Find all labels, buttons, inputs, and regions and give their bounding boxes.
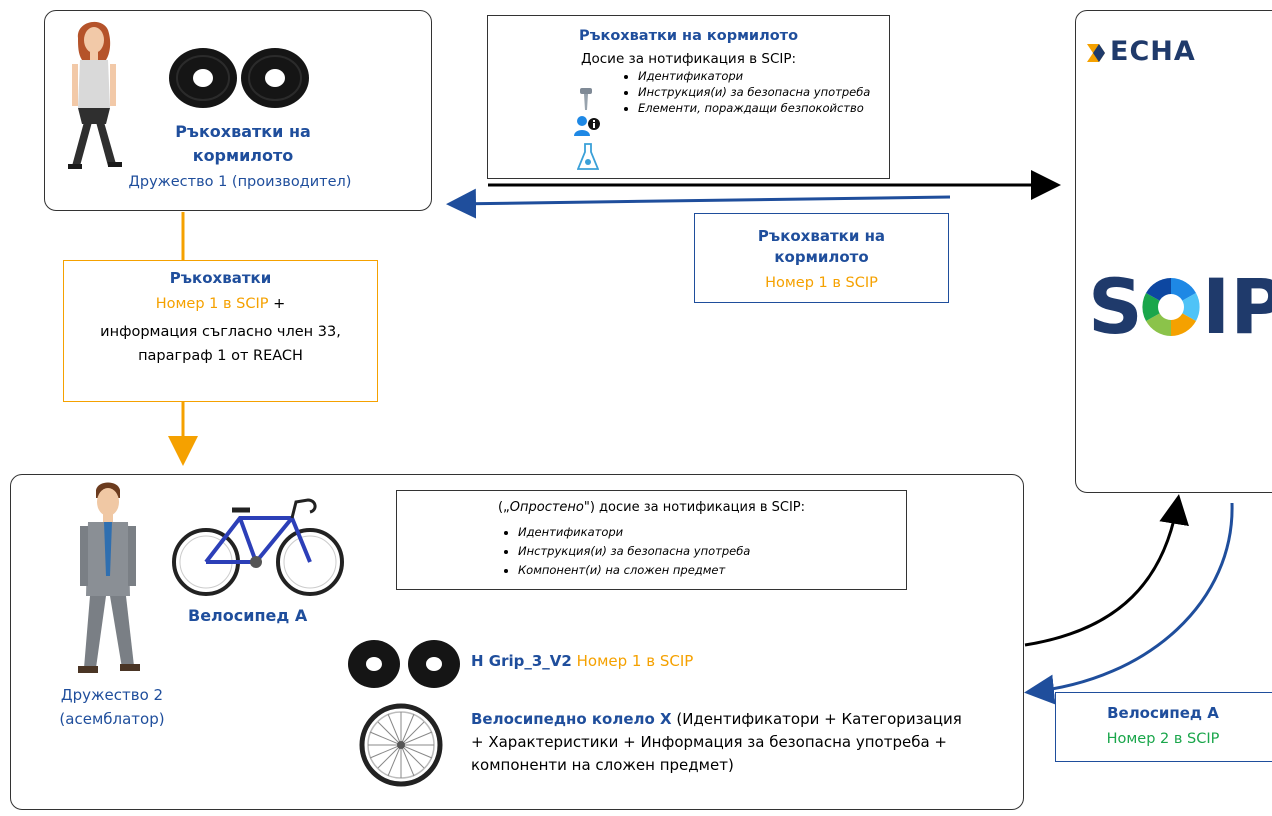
return1-product-label: Ръкохватки на кормилото <box>757 227 886 266</box>
dossier2-item: Инструкция(и) за безопасна употреба <box>518 542 890 561</box>
dossier1-title: Ръкохватки на кормилото <box>578 28 799 44</box>
man-figure-icon <box>78 482 140 673</box>
company2-name-label: Дружество 2 (асемблатор) <box>59 686 165 728</box>
user-info-icon <box>574 116 600 136</box>
company1-name-label: Дружество 1 (производител) <box>128 174 352 190</box>
return1-scip-number: Номер 1 в SCIP <box>765 275 878 291</box>
company1-product-label: Ръкохватки на кормилото <box>175 122 311 165</box>
wheel-component-text: Велосипедно колело X (Идентификатори + К… <box>471 708 976 777</box>
return2-product-label: Велосипед A <box>1107 704 1219 722</box>
dossier1-item: Идентификатори <box>638 68 880 84</box>
dossier1-list: Идентификатори Инструкция(и) за безопасн… <box>620 68 880 116</box>
scip-logo-ip: IP <box>1202 262 1272 351</box>
echa-logo-text: ECHA <box>1110 36 1196 67</box>
return2-box <box>1055 692 1272 762</box>
bicycle-icon <box>172 498 344 596</box>
scip-logo-s: S <box>1088 262 1143 351</box>
scip-logo: S IP <box>1088 262 1272 352</box>
dossier2-list: Идентификатори Инструкция(и) за безопасн… <box>500 523 890 580</box>
arrow-to-echa-2 <box>1024 494 1189 647</box>
middle-info-text: информация съгласно член 33, параграф 1 … <box>100 324 341 364</box>
wheel-component-desc: (Идентификатори + Категоризация + Характ… <box>471 710 962 774</box>
grip-component-label: H Grip_3_V2 Номер 1 в SCIP <box>471 652 693 670</box>
company2-product-label: Велосипед A <box>188 606 308 625</box>
middle-info-box <box>63 260 378 402</box>
middle-title: Ръкохватки <box>169 269 272 287</box>
dossier2-title: („Опростено") досие за нотификация в SCI… <box>396 500 907 515</box>
return1-box <box>694 213 949 303</box>
dossier1-item: Инструкция(и) за безопасна употреба <box>638 84 880 100</box>
dossier2-item: Компонент(и) на сложен предмет <box>518 561 890 580</box>
wheel-component-icon <box>359 703 443 787</box>
middle-scip-number: Номер 1 в SCIP <box>155 296 269 312</box>
return2-scip-number: Номер 2 в SCIP <box>1106 731 1220 747</box>
grip-component-scip: Номер 1 в SCIP <box>576 652 694 670</box>
echa-logo-icon <box>1087 44 1105 62</box>
middle-plus: + <box>273 296 286 312</box>
wheel-component-name: Велосипедно колело X <box>471 710 672 728</box>
dossier2-title-suffix: ") досие за нотификация в SCIP: <box>583 500 806 515</box>
flask-hazard-icon <box>577 143 599 170</box>
grip-component-name: H Grip_3_V2 <box>471 652 572 670</box>
dossier2-title-prefix: („ <box>497 500 510 515</box>
grip-component-icon <box>348 640 460 688</box>
handlebar-grips-icon <box>169 48 309 108</box>
dossier2-title-simplified: Опростено <box>509 500 584 515</box>
middle-scip-line: Номер 1 в SCIP + <box>63 296 378 312</box>
echa-box <box>1075 10 1272 493</box>
dossier2-item: Идентификатори <box>518 523 890 542</box>
arrow-return-1 <box>446 188 951 219</box>
scip-logo-colorwheel-icon <box>1142 278 1200 336</box>
screw-icon <box>580 88 592 110</box>
dossier1-subtitle: Досие за нотификация в SCIP: <box>580 51 797 67</box>
dossier1-item: Елементи, пораждащи безпокойство <box>638 100 880 116</box>
arrow-return-2 <box>1024 502 1234 705</box>
dossier2-box <box>396 490 907 590</box>
dossier1-box <box>487 15 890 179</box>
woman-figure-icon <box>68 21 122 169</box>
